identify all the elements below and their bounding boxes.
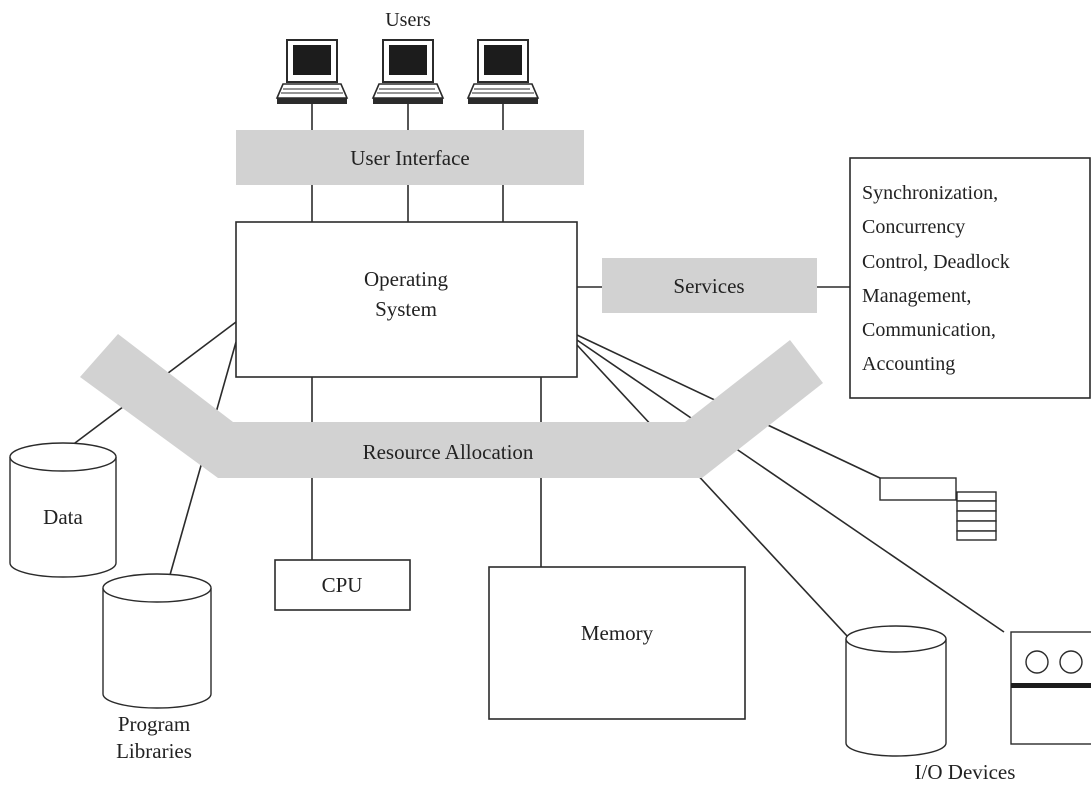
memory-label: Memory <box>581 621 654 645</box>
tape-drive-icon <box>1010 631 1091 745</box>
services-detail-line: Accounting <box>862 353 955 375</box>
operating-system-box: Operating System <box>235 221 578 378</box>
cpu-box: CPU <box>274 559 411 611</box>
services-label: Services <box>673 274 744 298</box>
disk-drive-icon <box>845 625 947 757</box>
services-detail-line: Concurrency <box>862 216 965 238</box>
user-interface-band: User Interface <box>236 130 584 185</box>
computer-terminal-icon <box>371 39 445 104</box>
program-libraries-label-line2: Libraries <box>116 739 192 763</box>
resource-allocation-label: Resource Allocation <box>363 440 534 464</box>
resource-allocation-band: Resource Allocation <box>80 334 823 478</box>
services-detail-line: Control, Deadlock <box>862 251 1010 273</box>
database-cylinder-icon: Program Libraries <box>102 573 212 763</box>
printer-icon <box>879 477 997 541</box>
data-label: Data <box>43 505 83 529</box>
program-libraries-label-line1: Program <box>118 712 190 736</box>
services-detail-line: Communication, <box>862 319 996 341</box>
services-band: Services <box>602 258 817 313</box>
computer-terminal-icon <box>275 39 349 104</box>
computer-terminal-icon <box>466 39 540 104</box>
memory-box: Memory <box>488 566 746 720</box>
services-detail-box: Synchronization, Concurrency Control, De… <box>849 157 1091 399</box>
user-interface-label: User Interface <box>350 146 470 170</box>
database-cylinder-icon: Data <box>9 442 117 578</box>
cpu-label: CPU <box>322 573 363 597</box>
services-detail-line: Management, <box>862 285 971 307</box>
users-label: Users <box>385 9 431 31</box>
services-detail-line: Synchronization, <box>862 182 998 204</box>
io-devices-label: I/O Devices <box>915 760 1016 784</box>
operating-system-label-line1: Operating <box>364 267 448 291</box>
operating-system-label-line2: System <box>375 297 437 321</box>
